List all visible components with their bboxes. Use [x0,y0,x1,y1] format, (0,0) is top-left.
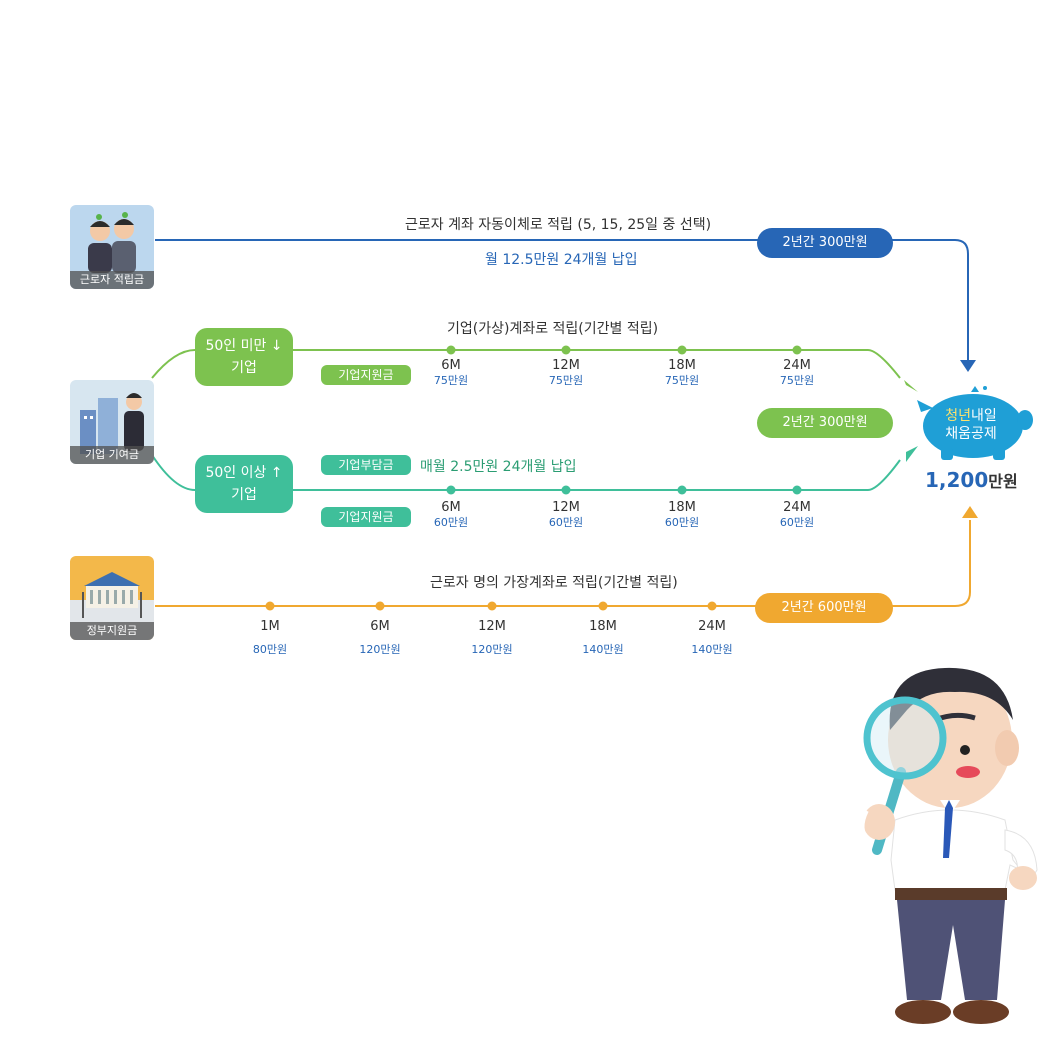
company-icon-label: 기업 기여금 [70,446,154,464]
piggy-bank-label: 청년내일 채움공제 [925,407,1017,443]
worker-subtitle: 월 12.5만원 24개월 납입 [485,252,638,268]
worker-total-badge: 2년간 300만원 [757,228,893,258]
company-small-line [151,349,196,379]
worker-icon-label: 근로자 적립금 [70,271,154,289]
worker-icon: 근로자 적립금 [70,205,154,289]
small-company-box: 50인 미만 ↓ 기업 [195,328,293,386]
government-line [155,520,971,607]
grand-total-number: 1,200 [925,468,989,492]
company-icon: 기업 기여금 [70,380,154,464]
government-total-badge: 2년간 600만원 [755,593,893,623]
company-total-badge: 2년간 300만원 [757,408,893,438]
company-title: 기업(가상)계좌로 적립(기간별 적립) [447,321,659,337]
small-company-line2: 기업 [231,360,257,376]
small-company-line1: 50인 미만 ↓ [205,338,283,354]
large-company-burden-text: 매월 2.5만원 24개월 납입 [420,459,577,475]
piggy-label-a: 청년 [945,408,971,424]
mascot-magnifying-glass-icon [856,667,1038,1024]
large-company-support-tag: 기업지원금 [321,507,411,527]
large-company-box: 50인 이상 ↑ 기업 [195,455,293,513]
piggy-label-c: 채움공제 [945,426,997,442]
government-title: 근로자 명의 가장계좌로 적립(기간별 적립) [430,575,678,591]
worker-title: 근로자 계좌 자동이체로 적립 (5, 15, 25일 중 선택) [405,217,712,233]
small-company-support-tag: 기업지원금 [321,365,411,385]
government-arrow [962,506,978,518]
large-company-line2: 기업 [231,487,257,503]
grand-total: 1,200만원 [925,468,1018,492]
worker-arrow [960,360,976,372]
worker-line [155,239,969,360]
company-large-line [151,454,196,491]
grand-total-unit: 만원 [988,472,1018,491]
piggy-bank-icon [913,382,1035,462]
government-icon-label: 정부지원금 [70,622,154,640]
large-company-burden-tag: 기업부담금 [321,455,411,475]
large-company-line1: 50인 이상 ↑ [205,465,283,481]
government-icon: 정부지원금 [70,556,154,640]
piggy-label-b: 내일 [971,408,997,424]
